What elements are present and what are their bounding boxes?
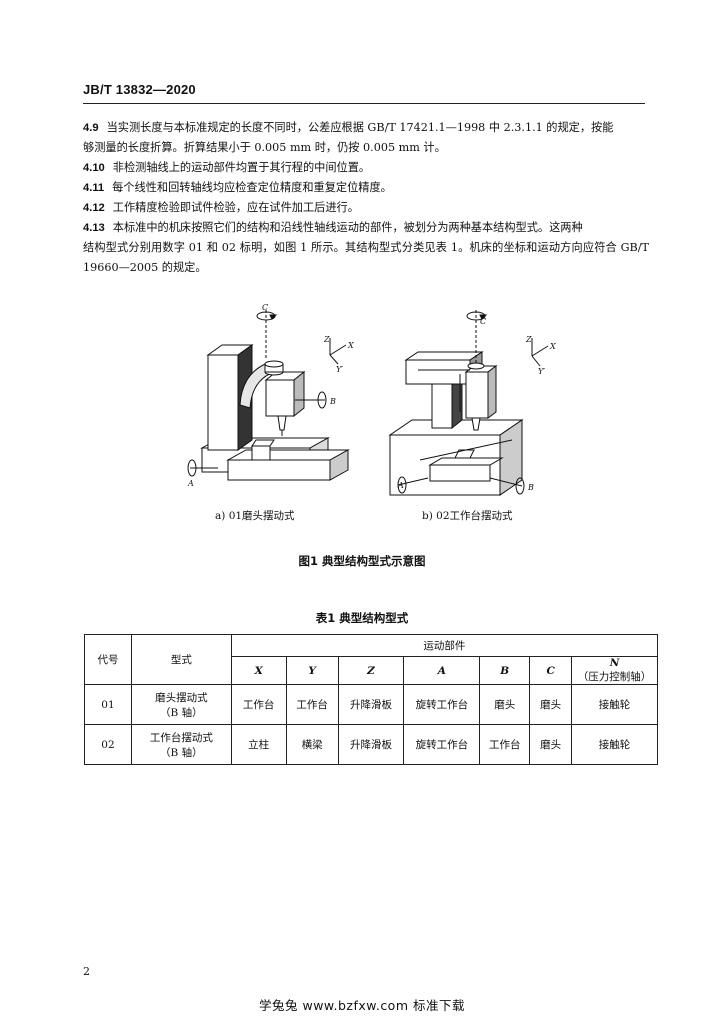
header-axis-c: C — [529, 656, 573, 685]
clause-text: 非检测轴线上的运动部件均置于其行程的中间位置。 — [112, 161, 371, 174]
cell-n: 接触轮 — [571, 724, 658, 765]
clause-number: 4.11 — [83, 182, 105, 194]
figure-caption-a: a) 01磨头摆动式 — [215, 510, 295, 522]
header-axis-b: B — [479, 656, 531, 685]
clause-text-cont: 够测量的长度折算。折算结果小于 0.005 mm 时，仍按 0.005 mm 计… — [83, 141, 446, 154]
clause-text: 当实测长度与本标准规定的长度不同时，公差应根据 GB/T 17421.1—199… — [106, 121, 614, 134]
clause-4-11: 4.11 每个线性和回转轴线均应检查定位精度和重复定位精度。 — [83, 178, 649, 198]
clause-number: 4.13 — [83, 222, 105, 234]
axis-label-b-a: B — [329, 397, 336, 406]
row-type-name: 磨头摆动式 — [155, 691, 208, 704]
clause-4-13: 4.13 本标准中的机床按照它们的结构和沿线性轴线运动的部件，被划分为两种基本结构… — [83, 218, 649, 278]
cell-b: 工作台 — [479, 724, 531, 765]
page-number: 2 — [83, 965, 90, 978]
cell-n: 接触轮 — [571, 684, 658, 725]
header-axis-a: A — [403, 656, 481, 685]
row-type-axis: （B 轴） — [160, 746, 203, 759]
clause-4-10: 4.10 非检测轴线上的运动部件均置于其行程的中间位置。 — [83, 158, 649, 178]
header-axis-y: Y — [285, 656, 339, 685]
machine-02-drawing — [388, 310, 549, 496]
row-type-name: 工作台摆动式 — [149, 731, 213, 744]
cell-c: 磨头 — [529, 684, 573, 725]
row-code: 01 — [84, 684, 132, 725]
header-axis-n-label: （压力控制轴） — [577, 671, 652, 683]
machine-structure-figure: C Z X Y′ B A C Z X Y′ B A — [187, 303, 556, 496]
cell-z: 升降滑板 — [337, 724, 405, 765]
table-row: 02 工作台摆动式 （B 轴） 立柱 横梁 升降滑板 旋转工作台 工作台 磨头 接… — [84, 724, 658, 765]
axis-label-b-b: B — [527, 483, 534, 492]
machine-01-drawing — [187, 310, 350, 481]
axis-label-z-a: Z — [323, 335, 330, 344]
axis-label-a-a: A — [187, 479, 194, 488]
clause-text: 每个线性和回转轴线均应检查定位精度和重复定位精度。 — [112, 181, 392, 194]
clause-text: 工作精度检验即试件检验，应在试件加工后进行。 — [112, 201, 359, 214]
row-type: 磨头摆动式 （B 轴） — [130, 684, 232, 725]
header-axis-x: X — [230, 656, 287, 685]
header-axis-n: N （压力控制轴） — [571, 656, 658, 685]
cell-a: 旋转工作台 — [403, 684, 481, 725]
standard-code-header: JB/T 13832—2020 — [83, 82, 196, 97]
cell-z: 升降滑板 — [337, 684, 405, 725]
axis-label-z-b: Z — [525, 335, 532, 344]
axis-label-x-b: X — [549, 342, 556, 351]
axis-label-y-a: Y′ — [336, 365, 343, 374]
row-type: 工作台摆动式 （B 轴） — [130, 724, 232, 765]
cell-b: 磨头 — [479, 684, 531, 725]
clause-number: 4.9 — [83, 122, 99, 134]
header-axis-n-letter: N — [609, 657, 620, 669]
figure-title: 图1 典型结构型式示意图 — [298, 554, 426, 568]
clause-list: 4.9 当实测长度与本标准规定的长度不同时，公差应根据 GB/T 17421.1—… — [83, 118, 649, 278]
cell-c: 磨头 — [529, 724, 573, 765]
cell-a: 旋转工作台 — [403, 724, 481, 765]
header-axis-z: Z — [337, 656, 405, 685]
cell-y: 横梁 — [285, 724, 339, 765]
clause-text: 本标准中的机床按照它们的结构和沿线性轴线运动的部件，被划分为两种基本结构型式。这… — [112, 221, 583, 234]
cell-x: 立柱 — [230, 724, 287, 765]
axis-label-a-b: A — [397, 481, 404, 490]
header-rule — [83, 103, 645, 104]
header-moving-parts: 运动部件 — [230, 634, 659, 657]
cell-x: 工作台 — [230, 684, 287, 725]
clause-number: 4.10 — [83, 162, 105, 174]
clause-4-9: 4.9 当实测长度与本标准规定的长度不同时，公差应根据 GB/T 17421.1—… — [83, 118, 649, 158]
axis-label-c-a: C — [262, 303, 268, 312]
table-header-row: 代号 型式 运动部件 — [84, 634, 659, 685]
table-row: 01 磨头摆动式 （B 轴） 工作台 工作台 升降滑板 旋转工作台 磨头 磨头 接… — [84, 684, 658, 725]
row-code: 02 — [84, 724, 132, 765]
figure-caption-b: b) 02工作台摆动式 — [422, 510, 513, 522]
header-code: 代号 — [84, 634, 132, 685]
cell-y: 工作台 — [285, 684, 339, 725]
table-title: 表1 典型结构型式 — [315, 611, 409, 625]
clause-text-cont: 结构型式分别用数字 01 和 02 标明，如图 1 所示。其结构型式分类见表 1… — [83, 241, 649, 274]
watermark-footer: 学兔兔 www.bzfxw.com 标准下载 — [259, 998, 465, 1013]
clause-number: 4.12 — [83, 202, 105, 214]
axis-label-c-b: C — [480, 317, 486, 326]
structure-type-table: 代号 型式 运动部件 X Y Z A B C N （压力控制轴） 01 磨头摆动式… — [84, 634, 659, 765]
axis-label-y-b: Y′ — [538, 367, 545, 376]
row-type-axis: （B 轴） — [160, 706, 203, 719]
header-type: 型式 — [130, 634, 232, 685]
axis-label-x-a: X — [347, 341, 354, 350]
clause-4-12: 4.12 工作精度检验即试件检验，应在试件加工后进行。 — [83, 198, 649, 218]
